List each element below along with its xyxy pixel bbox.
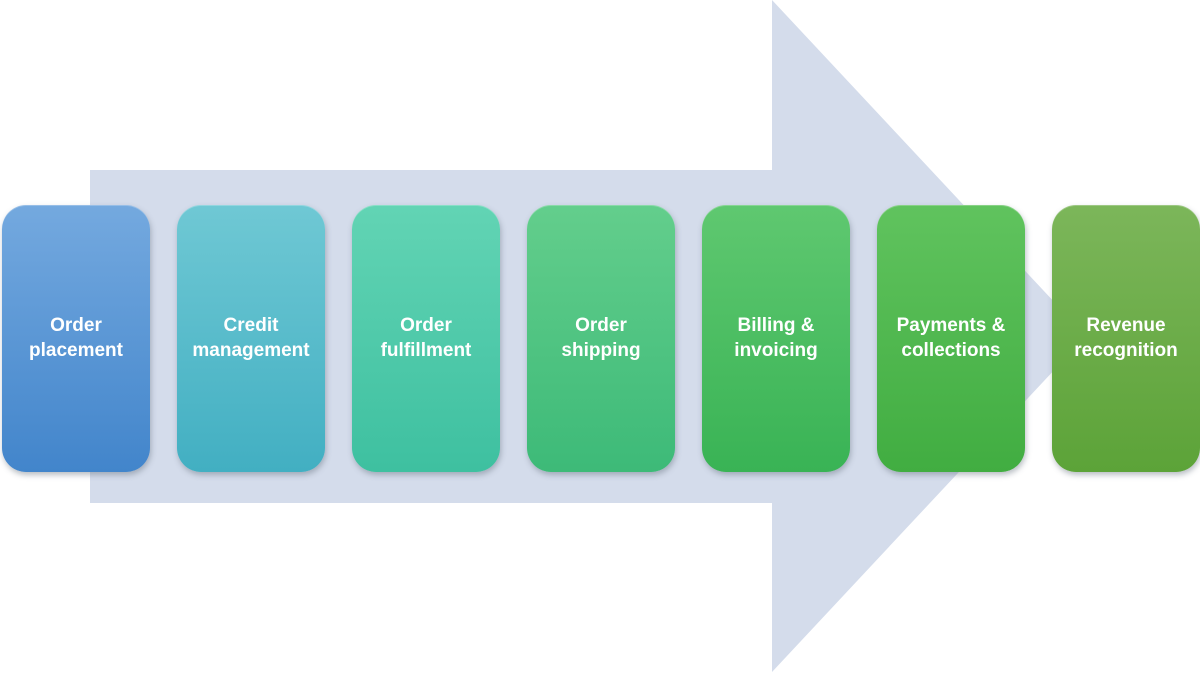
step-label-line: Credit [223, 314, 279, 336]
step-box-billing-invoicing: Billing & invoicing [702, 205, 850, 472]
step-box-order-fulfillment: Order fulfillment [352, 205, 500, 472]
step-label-credit-management: Credit management [186, 314, 315, 363]
step-label-line: shipping [561, 339, 641, 361]
step-label-line: Order [575, 314, 627, 336]
step-label-line: Payments & [896, 314, 1006, 336]
step-label-line: placement [29, 339, 123, 361]
step-box-credit-management: Credit management [177, 205, 325, 472]
step-label-line: Billing & [737, 314, 815, 336]
step-label-line: recognition [1074, 339, 1178, 361]
step-label-line: management [192, 339, 310, 361]
step-box-order-placement: Order placement [2, 205, 150, 472]
step-label-order-shipping: Order shipping [555, 314, 646, 363]
step-label-order-placement: Order placement [23, 314, 129, 363]
step-label-payments-collections: Payments & collections [891, 314, 1012, 363]
step-box-order-shipping: Order shipping [527, 205, 675, 472]
step-label-billing-invoicing: Billing & invoicing [728, 314, 823, 363]
step-label-line: collections [901, 339, 1001, 361]
step-box-revenue-recognition: Revenue recognition [1052, 205, 1200, 472]
step-label-line: invoicing [734, 339, 818, 361]
step-box-payments-collections: Payments & collections [877, 205, 1025, 472]
step-label-line: Order [50, 314, 102, 336]
step-label-order-fulfillment: Order fulfillment [375, 314, 478, 363]
step-label-line: Revenue [1086, 314, 1166, 336]
step-label-revenue-recognition: Revenue recognition [1068, 314, 1183, 363]
step-label-line: fulfillment [380, 339, 472, 361]
step-label-line: Order [400, 314, 452, 336]
